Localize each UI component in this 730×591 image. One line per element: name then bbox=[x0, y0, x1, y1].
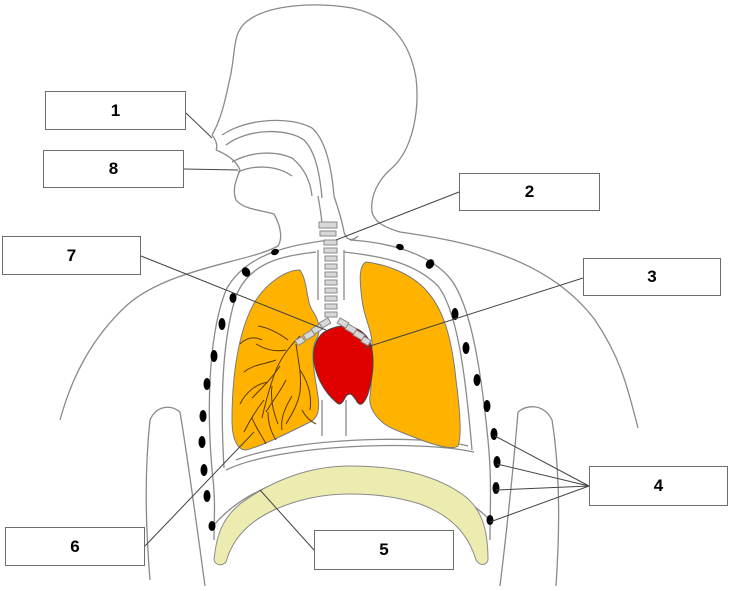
oral-cavity bbox=[231, 152, 313, 197]
leader-line-6 bbox=[144, 431, 255, 547]
label-box-7: 7 bbox=[2, 236, 141, 275]
ribs bbox=[198, 243, 501, 531]
leader-line-1 bbox=[185, 112, 213, 139]
heart bbox=[313, 325, 374, 405]
leader-line-4a bbox=[494, 435, 590, 487]
leader-line-3 bbox=[363, 277, 584, 349]
leader-line-7 bbox=[140, 255, 327, 331]
label-box-5: 5 bbox=[314, 530, 454, 570]
label-box-2: 2 bbox=[459, 173, 600, 211]
leader-line-5 bbox=[259, 489, 315, 551]
leader-line-8 bbox=[183, 168, 239, 171]
leader-line-2 bbox=[335, 191, 460, 241]
nasal-cavity-inner bbox=[225, 130, 323, 199]
right-lung bbox=[359, 261, 461, 449]
label-box-8: 8 bbox=[43, 150, 184, 188]
chest-cavity-outline-right bbox=[349, 239, 492, 541]
diaphragm bbox=[213, 465, 489, 566]
body-outline bbox=[211, 4, 639, 429]
tongue bbox=[237, 166, 293, 177]
label-box-1: 1 bbox=[45, 91, 186, 130]
epiglottis bbox=[333, 195, 359, 241]
label-box-3: 3 bbox=[583, 258, 721, 296]
leader-line-4c bbox=[495, 485, 590, 491]
trachea bbox=[294, 221, 372, 347]
label-box-6: 6 bbox=[5, 527, 145, 566]
leader-line-4d bbox=[489, 485, 590, 523]
nasal-cavity bbox=[221, 119, 335, 197]
left-arm-outline bbox=[145, 406, 206, 587]
label-box-4: 4 bbox=[589, 466, 728, 506]
bronchial-tree bbox=[239, 325, 317, 445]
pleura-right-outer bbox=[343, 251, 473, 451]
nose-outline bbox=[211, 134, 218, 151]
right-arm-outline bbox=[499, 406, 560, 587]
pleura-floor bbox=[225, 444, 475, 471]
mediastinum bbox=[317, 250, 347, 436]
neck-outline bbox=[59, 149, 282, 421]
leader-line-4b bbox=[496, 463, 590, 487]
